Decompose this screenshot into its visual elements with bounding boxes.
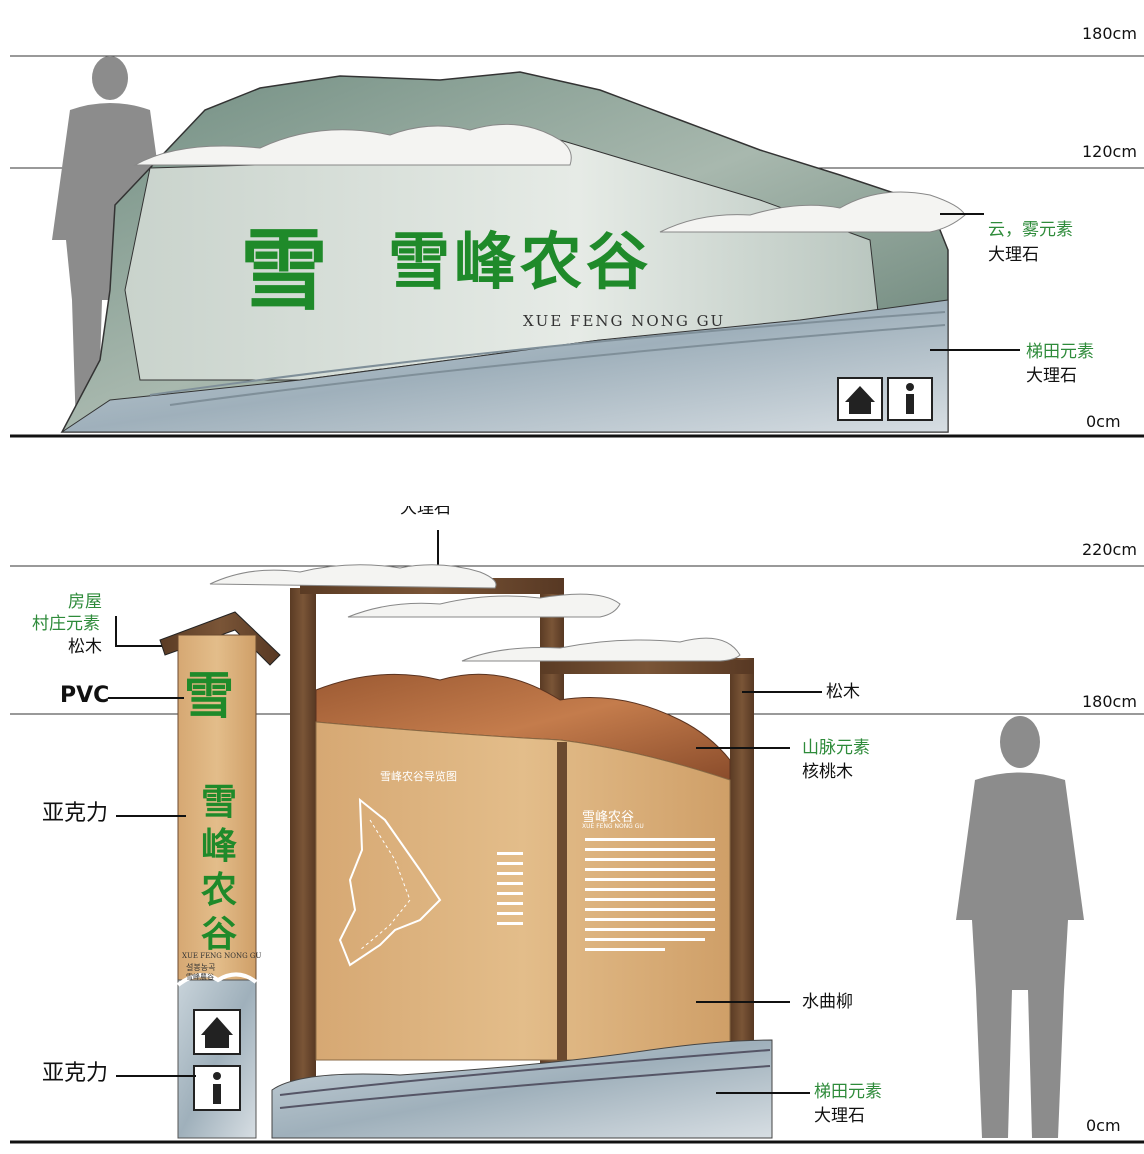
terrace-line [169,324,946,406]
cloud-marble-2 [347,593,621,618]
info-icon-dot [213,1072,221,1080]
measure-120-top: 120cm [1082,142,1137,161]
terrace-line [279,1049,771,1096]
home-icon-glyph [201,1017,233,1048]
leader-line [115,616,162,647]
info-icon-bar [906,394,914,414]
label-pine-roof: 松木 [68,637,102,657]
label-cloud-material: 大理石 [988,245,1039,265]
sign-logo-char: 雪 [240,218,329,322]
post-subtitle-korean: 설봉농곡 [186,963,216,972]
post-char: 峰 [200,825,237,867]
label-pine-frame: 松木 [826,682,860,702]
post-char: 谷 [200,913,237,955]
measure-0-top: 0cm [1086,412,1121,431]
cloud-marble-3 [461,637,741,662]
cloud-marble-left [133,123,572,166]
post-char: 雪 [200,781,237,823]
frame-post-left [290,588,316,1088]
post-base-edge [176,972,258,987]
post-title-en: XUE FENG NONG GU [182,952,262,960]
map-legend [497,852,523,925]
terrace-line [279,1065,771,1109]
terrace-line [149,311,946,396]
post-title-vertical: 雪 峰 农 谷 [194,780,244,956]
cloud-marble-right [659,191,966,233]
map-route [359,819,411,951]
info-icon-dot [906,383,914,391]
label-village: 村庄元素 [32,614,100,634]
label-top-material-cropped: 大理石 [400,506,451,524]
post-acrylic-base [177,979,257,1139]
label-terrace-bottom-material: 大理石 [814,1106,865,1126]
frame-beam-mid [540,660,754,674]
frame-post-right [730,658,754,1058]
board-map-title: 雪峰农谷导览图 [380,770,457,783]
post-subtitle-cn: 雪峰農谷 [186,973,214,981]
label-cloud: 云，雾元素 [988,220,1073,240]
map-outline [338,797,442,967]
post-wood-panel [177,634,257,981]
stone-marble-base [60,299,949,433]
label-walnut: 核桃木 [802,762,853,782]
person-silhouette-bottom [956,716,1084,1138]
terrace-marble-base [271,1039,773,1139]
measure-220-bottom: 220cm [1082,540,1137,559]
label-ash-wood: 水曲柳 [802,992,853,1012]
label-mountain: 山脉元素 [802,738,870,758]
label-pvc: PVC [60,683,110,708]
label-acrylic-lower: 亚克力 [42,1061,109,1086]
board-text-title: 雪峰农谷 [582,810,635,825]
post-char: 农 [200,869,237,911]
measure-180-bottom: 180cm [1082,692,1137,711]
label-terrace-top: 梯田元素 [1026,342,1094,362]
sign-title: 雪峰农谷 [388,225,653,298]
label-house: 房屋 [68,592,102,612]
board-ash-wood [315,721,731,1061]
label-top-material-text: 大理石 [400,506,451,518]
label-acrylic-upper: 亚克力 [42,801,109,826]
cloud-marble-1 [209,564,497,589]
label-terrace-bottom: 梯田元素 [814,1082,882,1102]
label-terrace-top-material: 大理石 [1026,366,1077,386]
measure-180-top: 180cm [1082,24,1137,43]
board-text-subtitle: XUE FENG NONG GU [582,823,644,830]
home-icon-glyph [845,386,875,414]
measure-0-bottom: 0cm [1086,1116,1121,1135]
sign-title-en: XUE FENG NONG GU [523,312,726,330]
post-logo-char: 雪 [184,666,234,725]
info-icon-bar [213,1084,221,1104]
board-text-block [585,838,715,951]
